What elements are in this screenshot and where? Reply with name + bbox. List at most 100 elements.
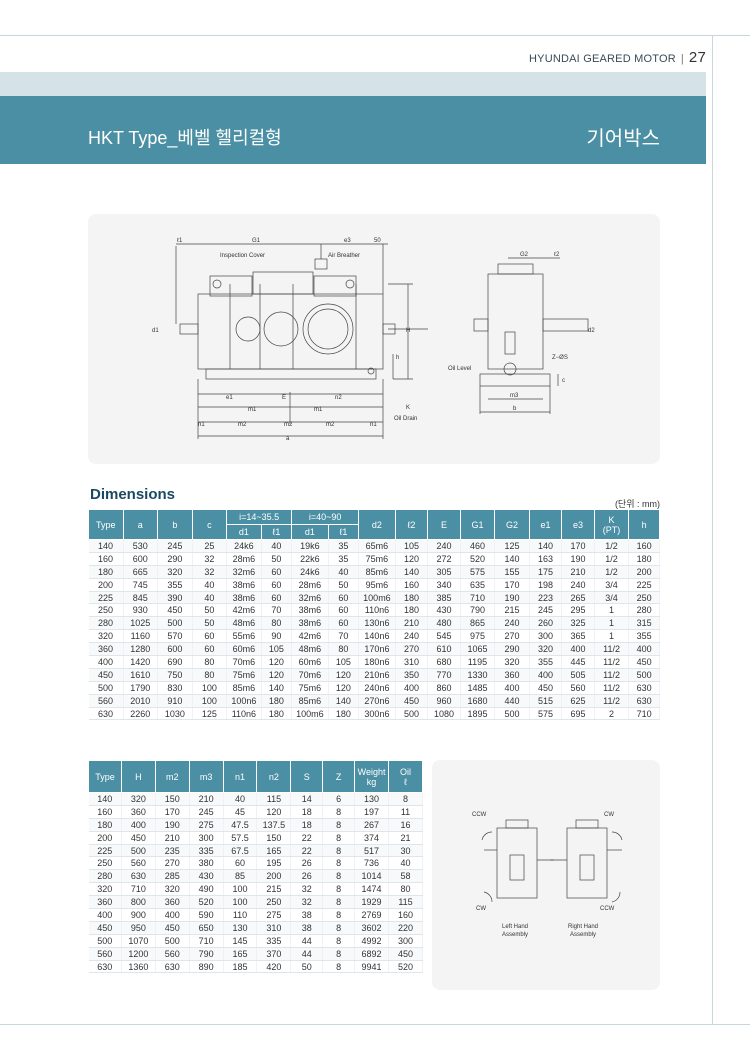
table-cell: 450 <box>88 921 122 935</box>
table-cell: 100m6 <box>358 591 396 605</box>
table-cell: 198 <box>529 578 563 592</box>
table-cell: 480 <box>427 616 461 631</box>
table-cell: 460 <box>460 539 496 553</box>
table-cell: 44 <box>290 934 324 948</box>
table-cell: 630 <box>121 869 156 884</box>
table-cell: 65m6 <box>358 539 396 553</box>
table-cell: 500 <box>88 934 122 948</box>
right-margin-rule <box>712 35 713 1025</box>
table-cell: 320 <box>121 792 156 806</box>
table-cell: 125 <box>192 707 228 721</box>
table-cell: 355 <box>157 578 193 592</box>
table-cell: 32 <box>290 895 324 910</box>
label-m3: m3 <box>510 393 519 399</box>
table-cell: 38m6 <box>291 616 329 631</box>
table-cell: 160 <box>395 578 429 592</box>
table-cell: 130 <box>223 921 258 935</box>
side-sight-glass <box>504 331 516 355</box>
table-cell: 1680 <box>460 694 496 708</box>
table-cell: 24k6 <box>291 565 329 579</box>
table-cell: 520 <box>189 895 224 910</box>
table-cell: 220 <box>388 921 423 935</box>
table-cell: 8 <box>322 921 356 935</box>
table-cell: 105 <box>328 655 360 669</box>
table-cell: 320 <box>494 655 530 669</box>
table-cell: 790 <box>460 603 496 618</box>
table-cell: 115 <box>388 895 423 910</box>
table-cell: 210 <box>189 792 224 806</box>
col-h: h <box>628 509 660 540</box>
gear-small <box>235 316 261 342</box>
table-cell: 440 <box>494 694 530 708</box>
label-ccw: CCW <box>472 812 487 818</box>
table-cell: 50 <box>261 552 293 566</box>
table-cell: 30 <box>388 844 423 858</box>
table-cell: 120 <box>256 805 292 819</box>
col-d2: d2 <box>358 509 396 540</box>
table-cell: 175 <box>529 565 563 579</box>
table-cell: 400 <box>88 655 124 669</box>
left-caption-2: Assembly <box>502 932 528 938</box>
table-cell: 40 <box>192 591 228 605</box>
col-e3: e3 <box>561 509 595 540</box>
table-cell: 575 <box>460 565 496 579</box>
table-cell: 315 <box>628 616 660 631</box>
table-cell: 60 <box>328 603 360 618</box>
table-cell: 450 <box>628 655 660 669</box>
table-cell: 1080 <box>427 707 461 721</box>
table-cell: 165 <box>256 844 292 858</box>
table-cell: 47.5 <box>223 818 258 832</box>
table-cell: 520 <box>388 960 423 974</box>
table-cell: 830 <box>157 681 193 695</box>
unit-note: (단위 : mm) <box>614 499 660 509</box>
table-cell: 210 <box>155 831 190 845</box>
table-cell: 450 <box>88 668 124 682</box>
table-cell: 160 <box>88 805 122 819</box>
ccw-arrow-icon <box>481 831 493 841</box>
right-caption-1: Right Hand <box>568 924 598 930</box>
table-cell: 8 <box>322 856 356 871</box>
label-b: b <box>513 406 517 412</box>
table-cell: 1200 <box>121 947 156 961</box>
label-50: 50 <box>374 238 381 244</box>
table-cell: 22 <box>290 831 324 845</box>
table-cell: 245 <box>189 805 224 819</box>
col-K-label: K <box>608 514 615 525</box>
category-label: 기어박스 <box>586 128 660 150</box>
table-cell: 70m6 <box>226 655 262 669</box>
right-assembly-body <box>566 827 608 899</box>
label-c: c <box>562 378 565 384</box>
table-cell: 70 <box>261 603 293 618</box>
section-title: HKT Type_베벨 헬리컬형 <box>88 128 282 148</box>
label-h: h <box>396 355 399 361</box>
cw-arrow-icon <box>483 891 493 903</box>
table-cell: 80 <box>388 882 423 897</box>
table-cell: 860 <box>427 681 461 695</box>
table-cell: 245 <box>529 603 563 618</box>
col-G1: G1 <box>459 509 496 540</box>
table-cell: 745 <box>123 578 159 592</box>
table-cell: 40 <box>328 565 360 579</box>
table-cell: 710 <box>121 882 156 897</box>
table-cell: 505 <box>561 668 595 682</box>
table-cell: 240 <box>561 578 595 592</box>
table-cell: 320 <box>155 882 190 897</box>
table-cell: 1/2 <box>594 565 630 579</box>
table-cell: 150 <box>155 792 190 806</box>
table-cell: 390 <box>157 591 193 605</box>
table-cell: 320 <box>529 642 563 657</box>
table-cell: 340 <box>427 578 461 592</box>
table-cell: 58 <box>388 869 423 884</box>
table-cell: 197 <box>354 805 390 819</box>
table-cell: 215 <box>494 603 530 618</box>
table-cell: 930 <box>123 603 159 618</box>
left-assembly-top <box>505 819 529 829</box>
table-cell: 26 <box>290 869 324 884</box>
table-cell: 450 <box>395 694 429 708</box>
